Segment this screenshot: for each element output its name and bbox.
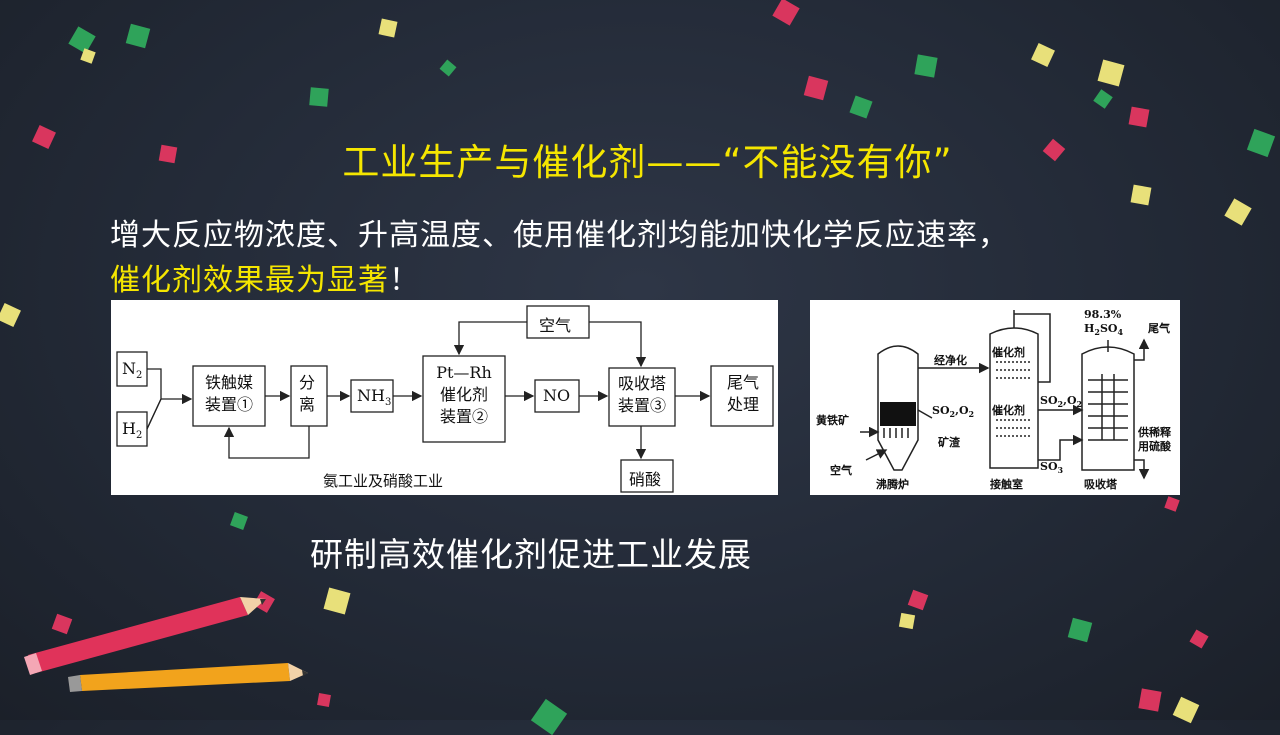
confetti [1067,617,1093,643]
confetti [1130,184,1152,206]
acid-concentration-label: 98.3% [1084,308,1122,321]
confetti [898,612,916,630]
confetti [803,75,829,101]
confetti [1128,106,1150,128]
confetti [1164,496,1180,512]
h2so4-label: H2SO4 [1084,322,1124,338]
confetti [772,0,800,26]
so2-o2-label-a: SO2,O2 [932,404,975,420]
so2-o2-label-b: SO2,O2 [1040,394,1083,410]
confetti [849,95,873,119]
pencils-illustration [24,597,308,692]
nh3-label: NH3 [357,386,392,409]
contact-chamber [989,310,1084,469]
catalyst-mid-label: 催化剂 [992,404,1025,417]
tail-gas-treatment-label: 尾气处理 [726,373,759,414]
confetti [1138,688,1162,712]
diagram-caption: 氨工业及硝酸工业 [323,472,444,490]
confetti [230,512,248,530]
contact-chamber-label: 接触室 [990,478,1023,491]
purified-label: 经净化 [934,354,967,367]
confetti [1172,696,1200,724]
boiling-furnace-label: 沸腾炉 [876,478,909,491]
no-label: NO [543,386,571,405]
confetti [1031,43,1055,67]
body-text-line1: 增大反应物浓度、升高温度、使用催化剂均能加快化学反应速率， [110,218,1009,253]
confetti [1093,89,1113,109]
highlight-text: 催化剂效果最为显著 [110,263,389,298]
orange-pencil [68,663,308,692]
confetti [439,59,457,77]
confetti [378,18,398,38]
boiling-furnace [860,345,990,471]
slag-label: 矿渣 [938,436,960,449]
confetti [0,303,21,327]
h2-label: H2 [122,419,143,442]
confetti [323,587,351,615]
air-label: 空气 [539,316,572,335]
n2-label: N2 [122,359,143,382]
dilution-acid-label: 供稀释用硫酸 [1138,426,1171,453]
separation-label: 分离 [299,373,316,414]
confetti [907,589,929,611]
air-inlet-label: 空气 [830,464,852,477]
footer-text: 研制高效催化剂促进工业发展 [310,535,752,574]
confetti [68,26,96,54]
body-text-line2: 催化剂效果最为显著！ [110,255,420,299]
confetti [125,23,151,49]
confetti [309,87,329,107]
slide-title: 工业生产与催化剂——“不能没有你” [342,141,953,184]
absorption-tower-device-label: 吸收塔装置③ [617,374,666,415]
confetti [80,48,96,64]
confetti [1189,629,1209,649]
confetti [914,54,938,78]
confetti [317,693,331,707]
iron-catalyst-device-label: 铁触媒装置① [204,373,253,414]
catalyst-top-label: 催化剂 [992,346,1025,359]
absorber-label: 吸收塔 [1084,478,1117,491]
red-pencil [24,597,266,675]
nitric-acid-label: 硝酸 [629,470,662,489]
so3-label: SO3 [1040,460,1064,476]
absorption-tower [1081,338,1150,480]
confetti [1097,59,1125,87]
line2-punctuation: ！ [389,263,420,298]
sulfuric-acid-production-diagram: 黄铁矿 空气 沸腾炉 经净化 SO2,O2 矿渣 催化剂 催化剂 接触室 SO2… [810,300,1180,495]
tail-gas-label: 尾气 [1148,322,1170,335]
confetti [1224,198,1252,226]
confetti [530,698,568,735]
pyrite-label: 黄铁矿 [816,414,849,427]
